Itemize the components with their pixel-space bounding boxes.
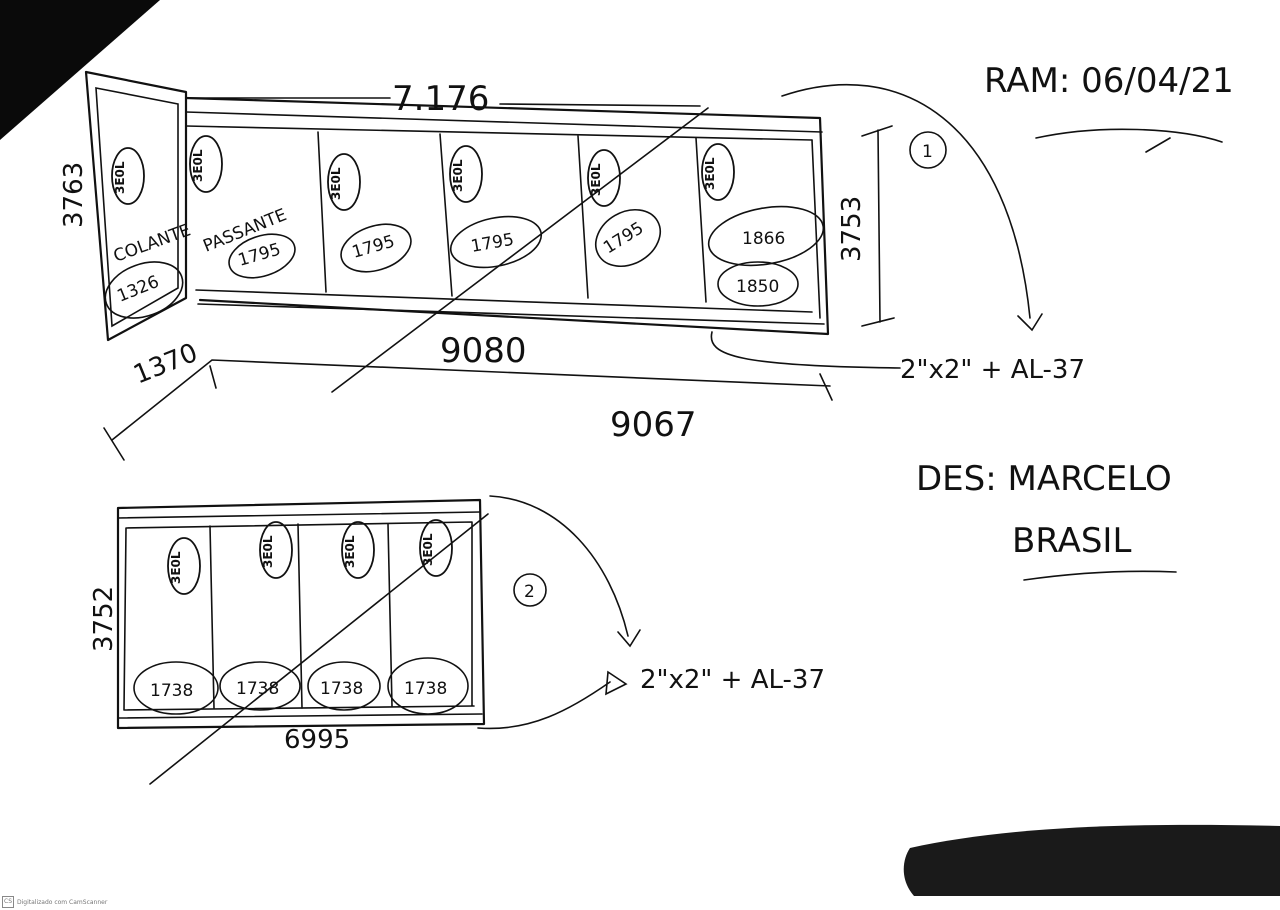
sketch-1-bottom-dim-line	[103, 359, 833, 461]
stamp-text: 3E0L	[703, 157, 717, 190]
sketch-2-height-left: 3752	[89, 586, 119, 652]
sketch-1-dividers	[317, 131, 821, 319]
sketch-1-right-dim-line	[861, 125, 895, 327]
sketch-2-profile-note: 2"x2" + AL-37	[640, 665, 825, 695]
scan-bottom-shadow	[903, 824, 1280, 896]
width-circle	[717, 261, 799, 307]
stamp-text: 3E0L	[343, 535, 357, 568]
sketch-2-panel-widths: 1738 1738 1738 1738	[133, 657, 469, 715]
stamp	[449, 145, 483, 203]
sketch-1-label-colante: COLANTE	[111, 220, 194, 266]
sketch-1-diagonal	[331, 107, 709, 393]
stamp-text: 3E0L	[113, 161, 127, 194]
stamp-text: 3E0L	[191, 149, 205, 182]
width-circle	[228, 233, 296, 279]
scan-bottom-bar	[0, 896, 1280, 910]
sketch-1-main-top-rail	[185, 111, 823, 141]
width-circle	[133, 661, 219, 715]
stamp	[111, 147, 145, 205]
sketch-2-arrow	[489, 495, 641, 648]
stamp	[587, 149, 621, 207]
stamp	[327, 153, 361, 211]
panel-width: 1738	[236, 679, 279, 699]
stamp	[341, 521, 375, 579]
panel-width: 1850	[736, 277, 779, 297]
panel-width: 1738	[404, 679, 447, 699]
scan-corner-shadow	[0, 0, 160, 140]
sketch-1-top-dim-line	[185, 97, 701, 107]
sketch-2-diagonal	[149, 513, 489, 785]
sketch-1-bottom-left: 1370	[129, 338, 202, 391]
scanner-watermark: CS Digitalizado com CamScanner	[2, 896, 107, 908]
stamp-text: 3E0L	[421, 533, 435, 566]
stamp	[189, 135, 223, 193]
designer-line2: BRASIL	[1012, 521, 1131, 561]
scanner-logo-icon: CS	[2, 896, 14, 908]
width-circle	[307, 661, 381, 711]
stamp	[167, 537, 201, 595]
panel-width: 1738	[320, 679, 363, 699]
sketch-1-marker-circle	[909, 131, 947, 169]
width-circle	[449, 215, 543, 269]
sketch-2-stamps: 3E0L 3E0L 3E0L 3E0L	[167, 519, 453, 595]
scanner-text: Digitalizado com CamScanner	[17, 898, 108, 906]
sketch-1-main-outer	[184, 96, 830, 336]
width-circle	[340, 223, 412, 273]
designer-underline	[1023, 570, 1177, 581]
designer-label: DES: MARCELO	[916, 459, 1172, 499]
sketch-1-main-bottom-rail	[195, 289, 825, 325]
stamp-text: 3E0L	[261, 535, 275, 568]
panel-width: 1866	[742, 229, 785, 249]
sketch-2-outer	[116, 498, 486, 730]
width-circle	[387, 657, 469, 715]
stamp-text: 3E0L	[169, 551, 183, 584]
sketch-1-note-leader	[710, 331, 901, 369]
sketch-1-profile-note: 2"x2" + AL-37	[900, 355, 1085, 385]
sketch-2-overall: 6995	[284, 725, 350, 755]
sketch-1: 7.176 3763 3753 1 COLANTE PASSANTE 3E0L …	[59, 70, 1085, 461]
sketch-1-overall: 9067	[610, 405, 697, 445]
panel-width: 1795	[236, 240, 283, 271]
stamp	[701, 143, 735, 201]
sketch-1-stamps: 3E0L 3E0L 3E0L 3E0L 3E0L 3E0L	[111, 135, 735, 211]
width-circle	[595, 208, 661, 268]
width-circle	[104, 261, 184, 319]
sketch-1-height-right: 3753	[837, 196, 867, 262]
sketch-1-top-dim: 7.176	[392, 79, 489, 119]
sketch-2-rails	[117, 511, 483, 719]
sketch-2-marker-circle	[513, 573, 547, 607]
sketch-1-marker: 1	[922, 142, 933, 162]
panel-width: 1795	[469, 230, 515, 257]
panel-width: 1795	[600, 218, 647, 258]
date-underline	[1035, 128, 1223, 153]
sketch-2-note-leader	[477, 670, 628, 730]
width-circle	[219, 661, 301, 711]
sketch-2-marker: 2	[524, 582, 535, 602]
sketch-1-height-left: 3763	[59, 162, 89, 228]
sketch-1-arrow	[781, 83, 1043, 332]
stamp-text: 3E0L	[451, 159, 465, 192]
sketch-1-left-section	[84, 70, 188, 342]
panel-width: 1738	[150, 681, 193, 701]
sketch-1-bottom-inner: 9080	[440, 331, 527, 371]
stamp	[259, 521, 293, 579]
stamp-text: 3E0L	[589, 163, 603, 196]
panel-width: 1795	[350, 232, 397, 263]
stamp-text: 3E0L	[329, 167, 343, 200]
sketch-1-left-section-inner	[95, 87, 179, 328]
date-label: RAM: 06/04/21	[984, 61, 1234, 101]
sketch-2: 3E0L 3E0L 3E0L 3E0L 1738 1738 1738 1738 …	[89, 495, 825, 785]
stamp	[419, 519, 453, 577]
